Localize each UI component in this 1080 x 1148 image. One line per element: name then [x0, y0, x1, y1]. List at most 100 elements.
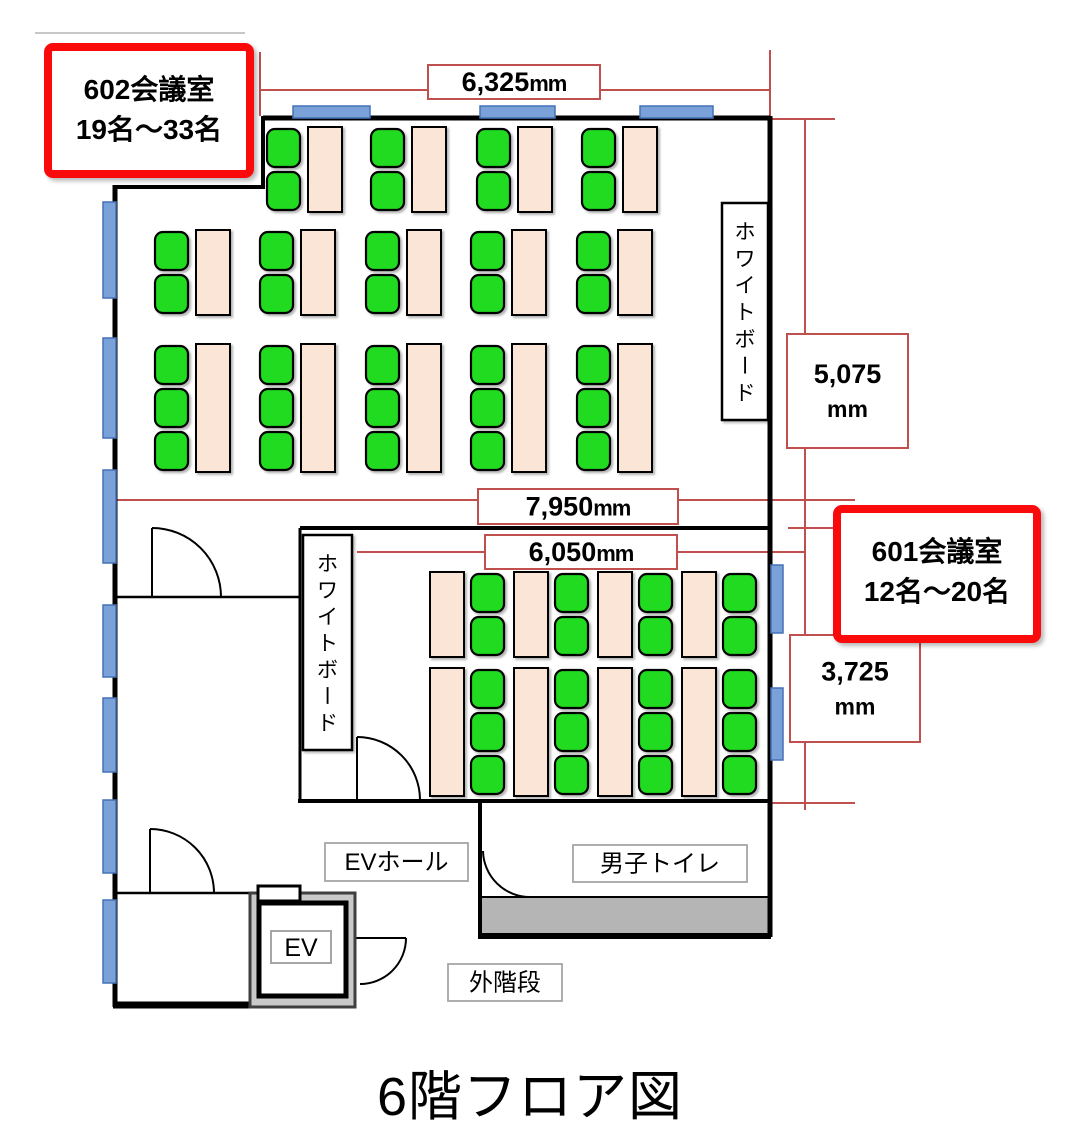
- mens_toilet-label: 男子トイレ: [600, 851, 720, 878]
- desk: [597, 667, 633, 797]
- chair: [475, 127, 512, 169]
- whiteboard-char: ド: [317, 712, 338, 735]
- dimension-value: 7,950mm: [526, 492, 631, 522]
- outside_stairs-label: 外階段: [469, 970, 541, 997]
- desk: [411, 126, 447, 213]
- chair: [553, 668, 590, 710]
- seat-row-room602: [265, 126, 658, 213]
- chair: [265, 170, 302, 212]
- chair: [153, 430, 190, 472]
- chair: [580, 127, 617, 169]
- chair: [258, 430, 295, 472]
- chair: [469, 711, 506, 753]
- chair: [721, 754, 758, 796]
- window-slit: [102, 337, 117, 439]
- desk: [681, 571, 717, 658]
- seat-row-room601: [429, 571, 758, 658]
- chair: [364, 344, 401, 386]
- desk: [406, 343, 442, 473]
- chair: [575, 430, 612, 472]
- window-slit: [102, 469, 117, 564]
- chair: [721, 668, 758, 710]
- chair: [469, 430, 506, 472]
- dimension-box: [786, 333, 909, 449]
- room601-info-box: [833, 505, 1041, 643]
- outside_stairs-label-box: [447, 963, 563, 1002]
- desk: [622, 126, 658, 213]
- chair: [469, 615, 506, 657]
- whiteboard-char: イ: [735, 275, 756, 298]
- dimension-box: [427, 64, 601, 100]
- chair: [553, 711, 590, 753]
- dimension-box: [789, 634, 921, 743]
- chair: [469, 387, 506, 429]
- ev_hall-label: EVホール: [344, 849, 448, 876]
- chair: [637, 572, 674, 614]
- dimension-box: [484, 534, 678, 570]
- chair: [153, 273, 190, 315]
- window-slit: [292, 105, 371, 119]
- window-slit: [102, 799, 117, 874]
- chair: [469, 230, 506, 272]
- whiteboard-char: ド: [735, 382, 756, 405]
- desk: [511, 229, 547, 316]
- chair: [153, 387, 190, 429]
- chair: [258, 387, 295, 429]
- desk: [195, 343, 231, 473]
- dimension-value: 3,725: [821, 657, 889, 687]
- door-arc: [149, 828, 215, 894]
- chair: [469, 668, 506, 710]
- toilet-gray-strip: [480, 896, 770, 936]
- chair: [364, 430, 401, 472]
- whiteboard-char: ホ: [735, 221, 756, 244]
- dimension-box: [477, 488, 679, 525]
- window-slit: [102, 604, 117, 678]
- whiteboard-char: ワ: [317, 580, 338, 603]
- ev-label: EV: [284, 934, 318, 962]
- whiteboard-char: ー: [732, 355, 755, 376]
- desk: [406, 229, 442, 316]
- chair: [258, 273, 295, 315]
- door-arc: [356, 736, 421, 801]
- chair: [364, 387, 401, 429]
- chair: [258, 230, 295, 272]
- chair: [580, 170, 617, 212]
- dimension-value: 6,050mm: [529, 537, 634, 567]
- ev_hall-label-box: [324, 842, 469, 882]
- chair: [153, 230, 190, 272]
- desk: [513, 667, 549, 797]
- chair: [637, 615, 674, 657]
- chair: [575, 230, 612, 272]
- chair: [364, 273, 401, 315]
- whiteboard-box: [720, 201, 770, 422]
- chair: [721, 572, 758, 614]
- mens_toilet-label-box: [572, 844, 748, 883]
- desk: [513, 571, 549, 658]
- ev-door-cap: [256, 884, 302, 903]
- chair: [575, 273, 612, 315]
- desk: [300, 343, 336, 473]
- whiteboard-char: ホ: [317, 553, 338, 576]
- desk: [597, 571, 633, 658]
- desk: [307, 126, 343, 213]
- seat-row-room601: [429, 667, 758, 797]
- ev-label-box: [270, 930, 332, 964]
- chair: [258, 344, 295, 386]
- chair: [469, 754, 506, 796]
- room601-capacity: 12名～20名: [864, 576, 1010, 607]
- chair: [469, 273, 506, 315]
- desk: [429, 571, 465, 658]
- door-arc: [482, 850, 531, 898]
- window-slit: [479, 105, 556, 119]
- seat-row-room602: [153, 343, 653, 473]
- room602-info-box: [44, 43, 254, 178]
- whiteboard-char: ト: [735, 302, 756, 325]
- chair: [369, 170, 406, 212]
- chair: [475, 170, 512, 212]
- window-slit: [770, 564, 784, 634]
